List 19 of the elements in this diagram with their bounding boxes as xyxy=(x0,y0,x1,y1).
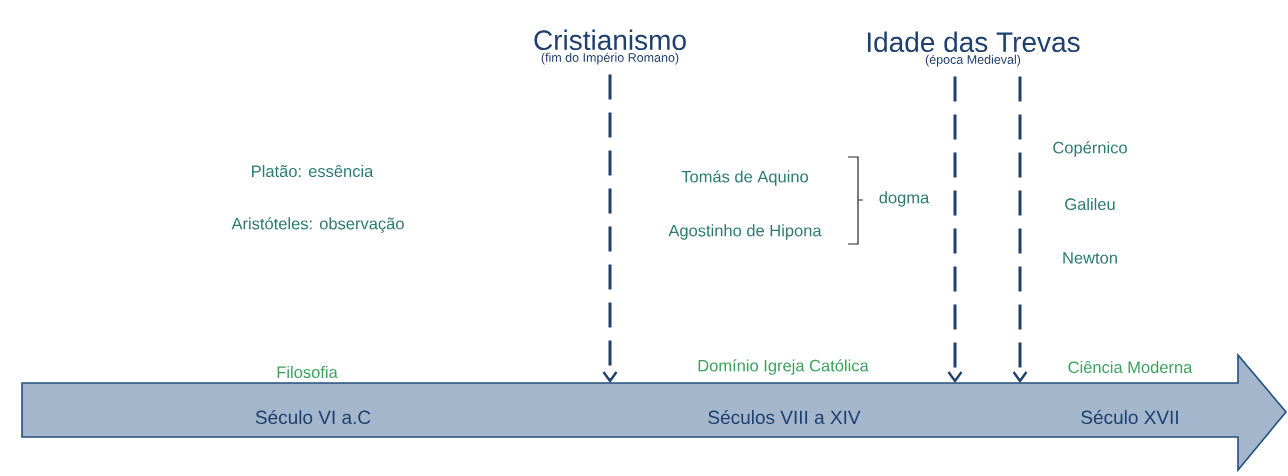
dashed-arrow xyxy=(947,76,963,383)
era-heading: Idade das Trevas (época Medieval) xyxy=(867,31,1080,67)
dashed-arrow xyxy=(1012,76,1028,383)
person-label: Copérnico xyxy=(1053,141,1127,157)
period-label: Século VI a.C xyxy=(255,409,371,425)
period-caption: Ciência Moderna xyxy=(1068,360,1193,374)
period-caption: Domínio Igreja Católica xyxy=(698,359,869,375)
person-label: Newton xyxy=(1063,252,1117,264)
period-label: Séculos VIII a XIV xyxy=(708,409,861,425)
period-label: Século XVII xyxy=(1081,409,1178,425)
dashed-arrow xyxy=(602,74,618,383)
bracket-label: dogma xyxy=(879,191,930,207)
era-heading: Cristianismo (fim do Império Romano) xyxy=(534,29,686,65)
period-caption: Filosofia xyxy=(277,365,338,379)
person-label: Agostinho de Hipona xyxy=(668,224,822,240)
person-label: Tomás de Aquino xyxy=(681,170,809,186)
person-label: Platão: essência xyxy=(252,164,374,178)
person-label: Aristóteles: observação xyxy=(231,217,404,233)
person-label: Galileu xyxy=(1065,197,1115,211)
